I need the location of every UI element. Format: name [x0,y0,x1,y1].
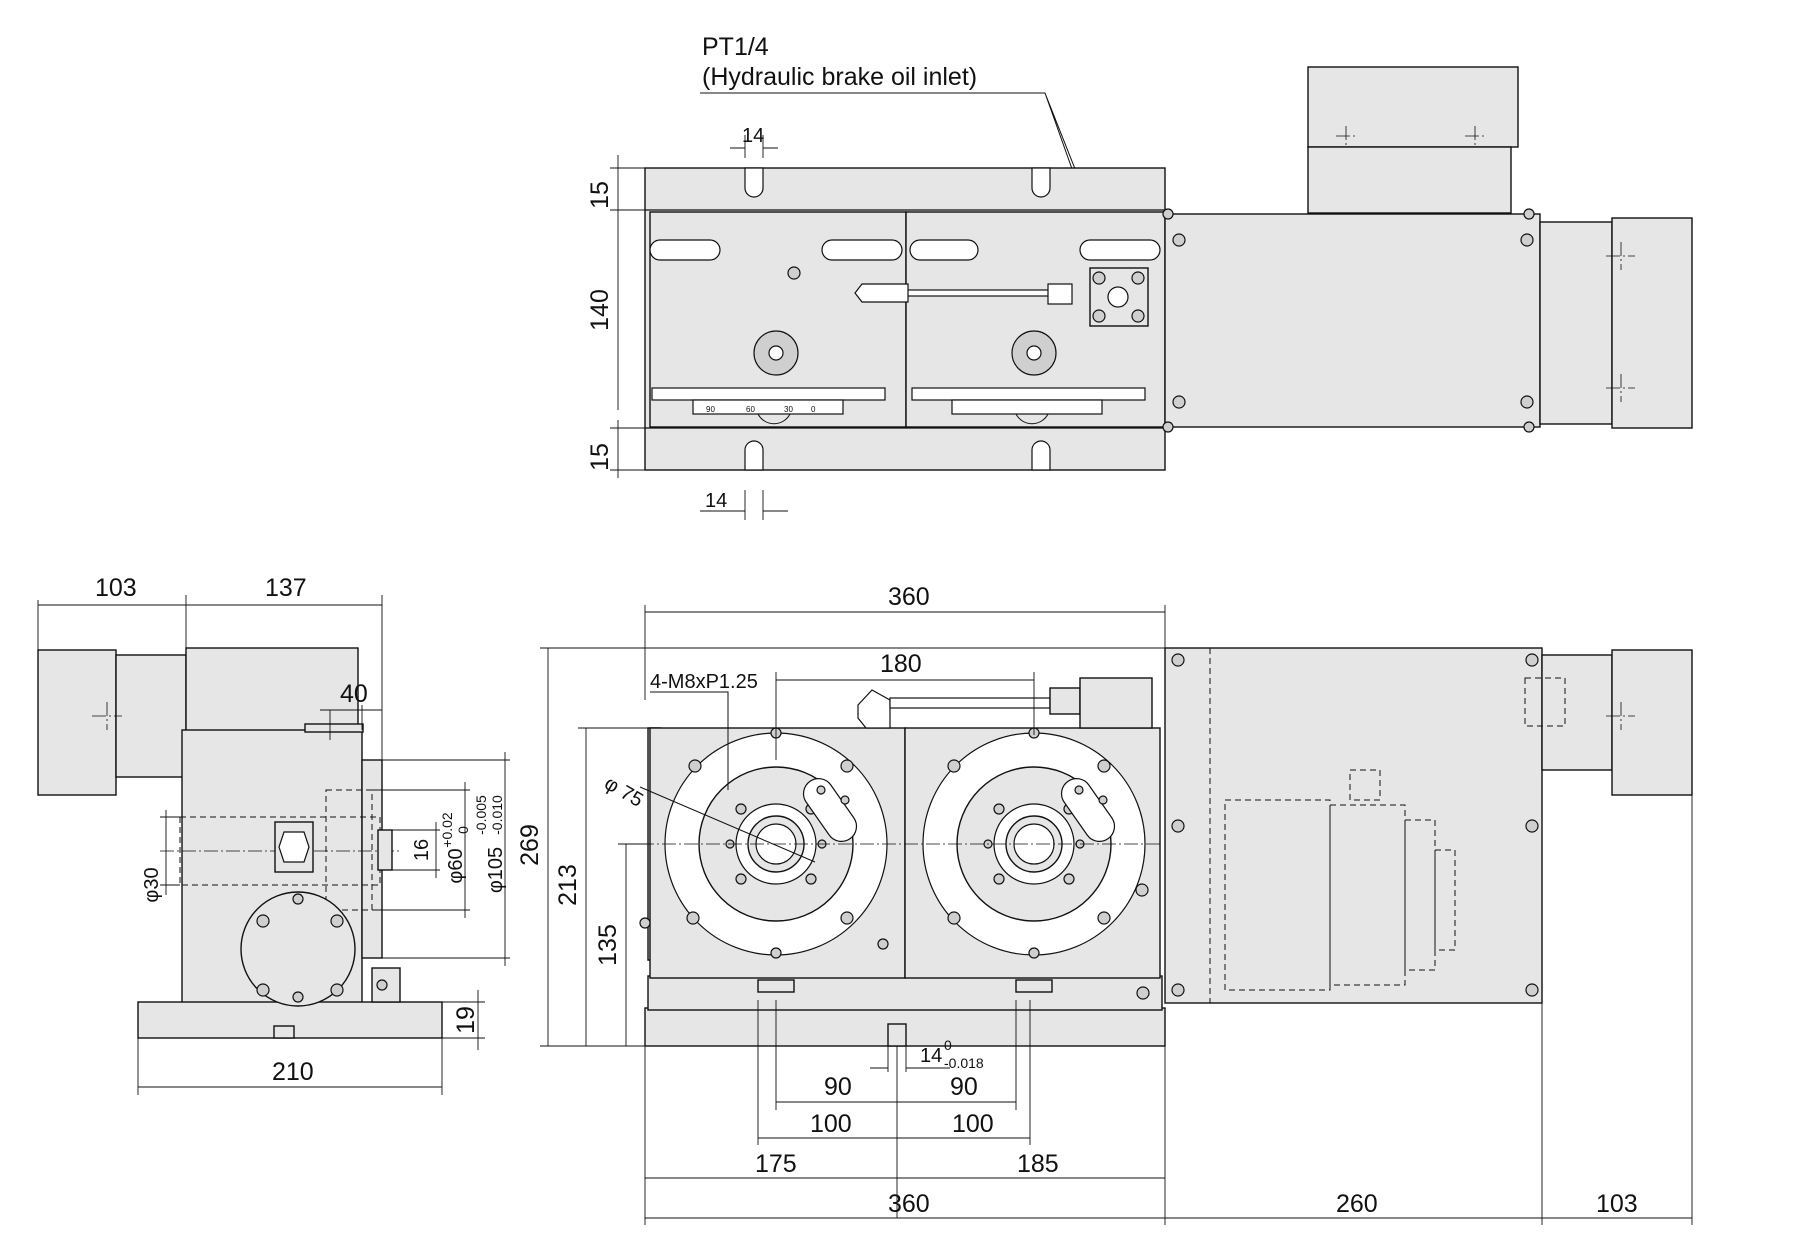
dim-width-top: 360 [888,583,930,611]
dim-left-90: 90 [824,1073,852,1101]
dim-end-len: 103 [1596,1190,1638,1218]
dim-right-100: 100 [952,1110,994,1138]
side-motor-end [37,649,117,796]
dim-height-body: 140 [586,289,614,331]
dim-flange-tol-lower: -0.010 [489,795,505,835]
dim-spindle-dia: φ30 [141,867,163,902]
dim-motor-len: 260 [1336,1190,1378,1218]
scale-label-90: 90 [706,405,715,414]
dim-slot-top: 14 [742,125,764,147]
dim-pilot-dia: φ60 [445,848,467,883]
dim-pilot-tol-lower: 0 [455,826,471,834]
side-view: 103 137 40 φ30 16 φ60 +0.02 0 φ105 -0.00… [37,574,510,1095]
dim-flange-dia: φ105 [485,847,507,893]
dim-height-top: 15 [586,181,614,209]
dim-height-overall: 269 [516,824,544,866]
scale-label-0: 0 [811,405,816,414]
dim-height-bottom: 15 [586,443,614,471]
dim-spindle-pitch: 180 [880,650,922,678]
dim-left-175: 175 [755,1150,797,1178]
bore-dia-label: φ 75 [601,772,647,811]
front-motor-housing [1164,647,1543,1004]
dim-height-body: 213 [554,864,582,906]
oil-port-desc: (Hydraulic brake oil inlet) [702,63,977,91]
bolt-pattern-label: 4-M8xP1.25 [650,671,758,693]
dim-right-185: 185 [1017,1150,1059,1178]
dim-flange-tol-upper: -0.005 [473,795,489,835]
dim-key-tol-upper: 0 [944,1037,952,1053]
dim-key-tol-lower: -0.018 [944,1055,984,1071]
scale-label-30: 30 [784,405,793,414]
dim-key-slot: 14 [920,1045,942,1067]
scale-label-60: 60 [746,405,755,414]
dim-offset: 40 [340,680,368,708]
dim-body-depth: 137 [265,574,307,602]
dim-left-100: 100 [810,1110,852,1138]
dim-slot-bottom: 14 [705,490,727,512]
top-view: PT1/4 (Hydraulic brake oil inlet) 90 60 [586,33,1693,520]
dim-base-width: 210 [272,1058,314,1086]
dim-base-height: 19 [452,1006,480,1034]
dim-key-width: 16 [411,839,433,861]
dim-motor-length: 103 [95,574,137,602]
dim-width-bottom: 360 [888,1190,930,1218]
oil-port-label: PT1/4 [702,33,769,61]
dim-pilot-tol-upper: +0.02 [439,812,455,848]
dim-right-90: 90 [950,1073,978,1101]
dim-center-height: 135 [594,924,622,966]
front-view: 4-M8xP1.25 φ 75 360 180 269 213 135 14 0… [516,583,1693,1225]
